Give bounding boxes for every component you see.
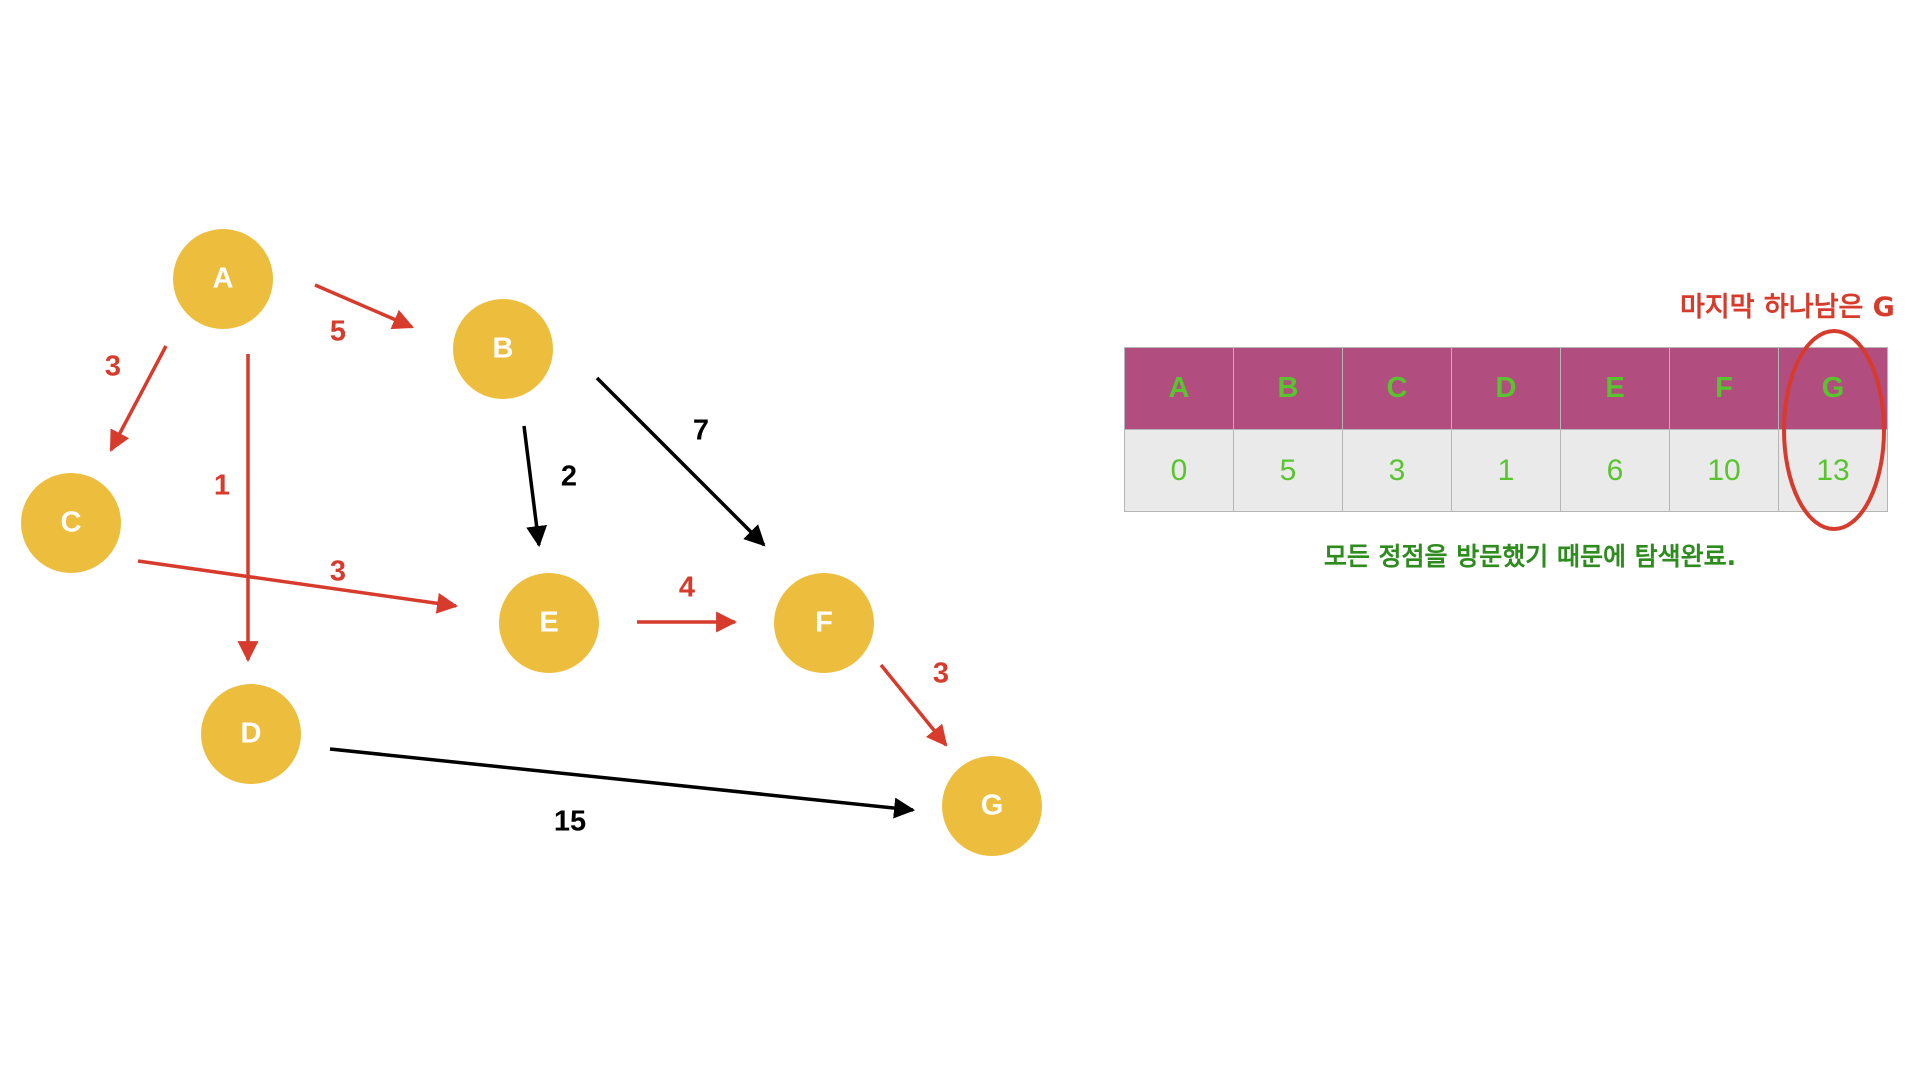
- node-label: D: [241, 718, 262, 750]
- edge-weight-a-d: 1: [214, 470, 230, 502]
- last-remaining-note: 마지막 하나남은 G: [1680, 292, 1895, 323]
- node-circle: [201, 684, 301, 784]
- edge-b-e: [522, 425, 548, 548]
- edge-weight-a-b: 5: [330, 316, 346, 348]
- node-d: D: [201, 684, 301, 784]
- edge-weight-b-e: 2: [561, 461, 577, 493]
- node-circle: [21, 473, 121, 573]
- node-e: E: [499, 573, 599, 673]
- distance-value-g: 13: [1778, 429, 1888, 512]
- edge-weight-c-e: 3: [330, 556, 346, 588]
- node-g: G: [942, 756, 1042, 856]
- edge-a-b: [314, 283, 414, 330]
- edge-weight-f-g: 3: [933, 658, 949, 690]
- edge-d-g: [329, 747, 916, 819]
- node-a: A: [173, 229, 273, 329]
- distance-header-a: A: [1124, 347, 1234, 430]
- distance-header-c: C: [1342, 347, 1452, 430]
- node-label: E: [539, 607, 558, 639]
- node-circle: [499, 573, 599, 673]
- edge-weight-d-g: 15: [554, 806, 586, 838]
- node-c: C: [21, 473, 121, 573]
- distance-header-f: F: [1669, 347, 1779, 430]
- edge-weight-a-c: 3: [105, 351, 121, 383]
- node-label: F: [815, 607, 833, 639]
- edge-f-g: [879, 663, 948, 747]
- distance-value-b: 5: [1233, 429, 1343, 512]
- node-label: A: [213, 263, 234, 295]
- node-circle: [453, 299, 553, 399]
- node-b: B: [453, 299, 553, 399]
- node-label: B: [493, 333, 514, 365]
- distance-header-e: E: [1560, 347, 1670, 430]
- distance-value-c: 3: [1342, 429, 1452, 512]
- distance-header-d: D: [1451, 347, 1561, 430]
- distance-header-b: B: [1233, 347, 1343, 430]
- distance-value-f: 10: [1669, 429, 1779, 512]
- node-label: G: [981, 790, 1004, 822]
- edge-b-f: [595, 376, 766, 547]
- distance-value-d: 1: [1451, 429, 1561, 512]
- edge-a-c: [109, 345, 168, 452]
- distance-value-a: 0: [1124, 429, 1234, 512]
- distance-header-g: G: [1778, 347, 1888, 430]
- edge-weight-e-f: 4: [679, 572, 695, 604]
- node-f: F: [774, 573, 874, 673]
- node-circle: [942, 756, 1042, 856]
- node-circle: [173, 229, 273, 329]
- edge-weight-b-f: 7: [693, 415, 709, 447]
- search-complete-note: 모든 정점을 방문했기 때문에 탐색완료.: [1323, 542, 1737, 571]
- distance-value-e: 6: [1560, 429, 1670, 512]
- node-circle: [774, 573, 874, 673]
- graph-diagram: 5 3 1 3 2 7 4 3 15 A B C D E F G: [21, 229, 1042, 856]
- edge-c-e: [137, 559, 459, 614]
- node-label: C: [61, 507, 82, 539]
